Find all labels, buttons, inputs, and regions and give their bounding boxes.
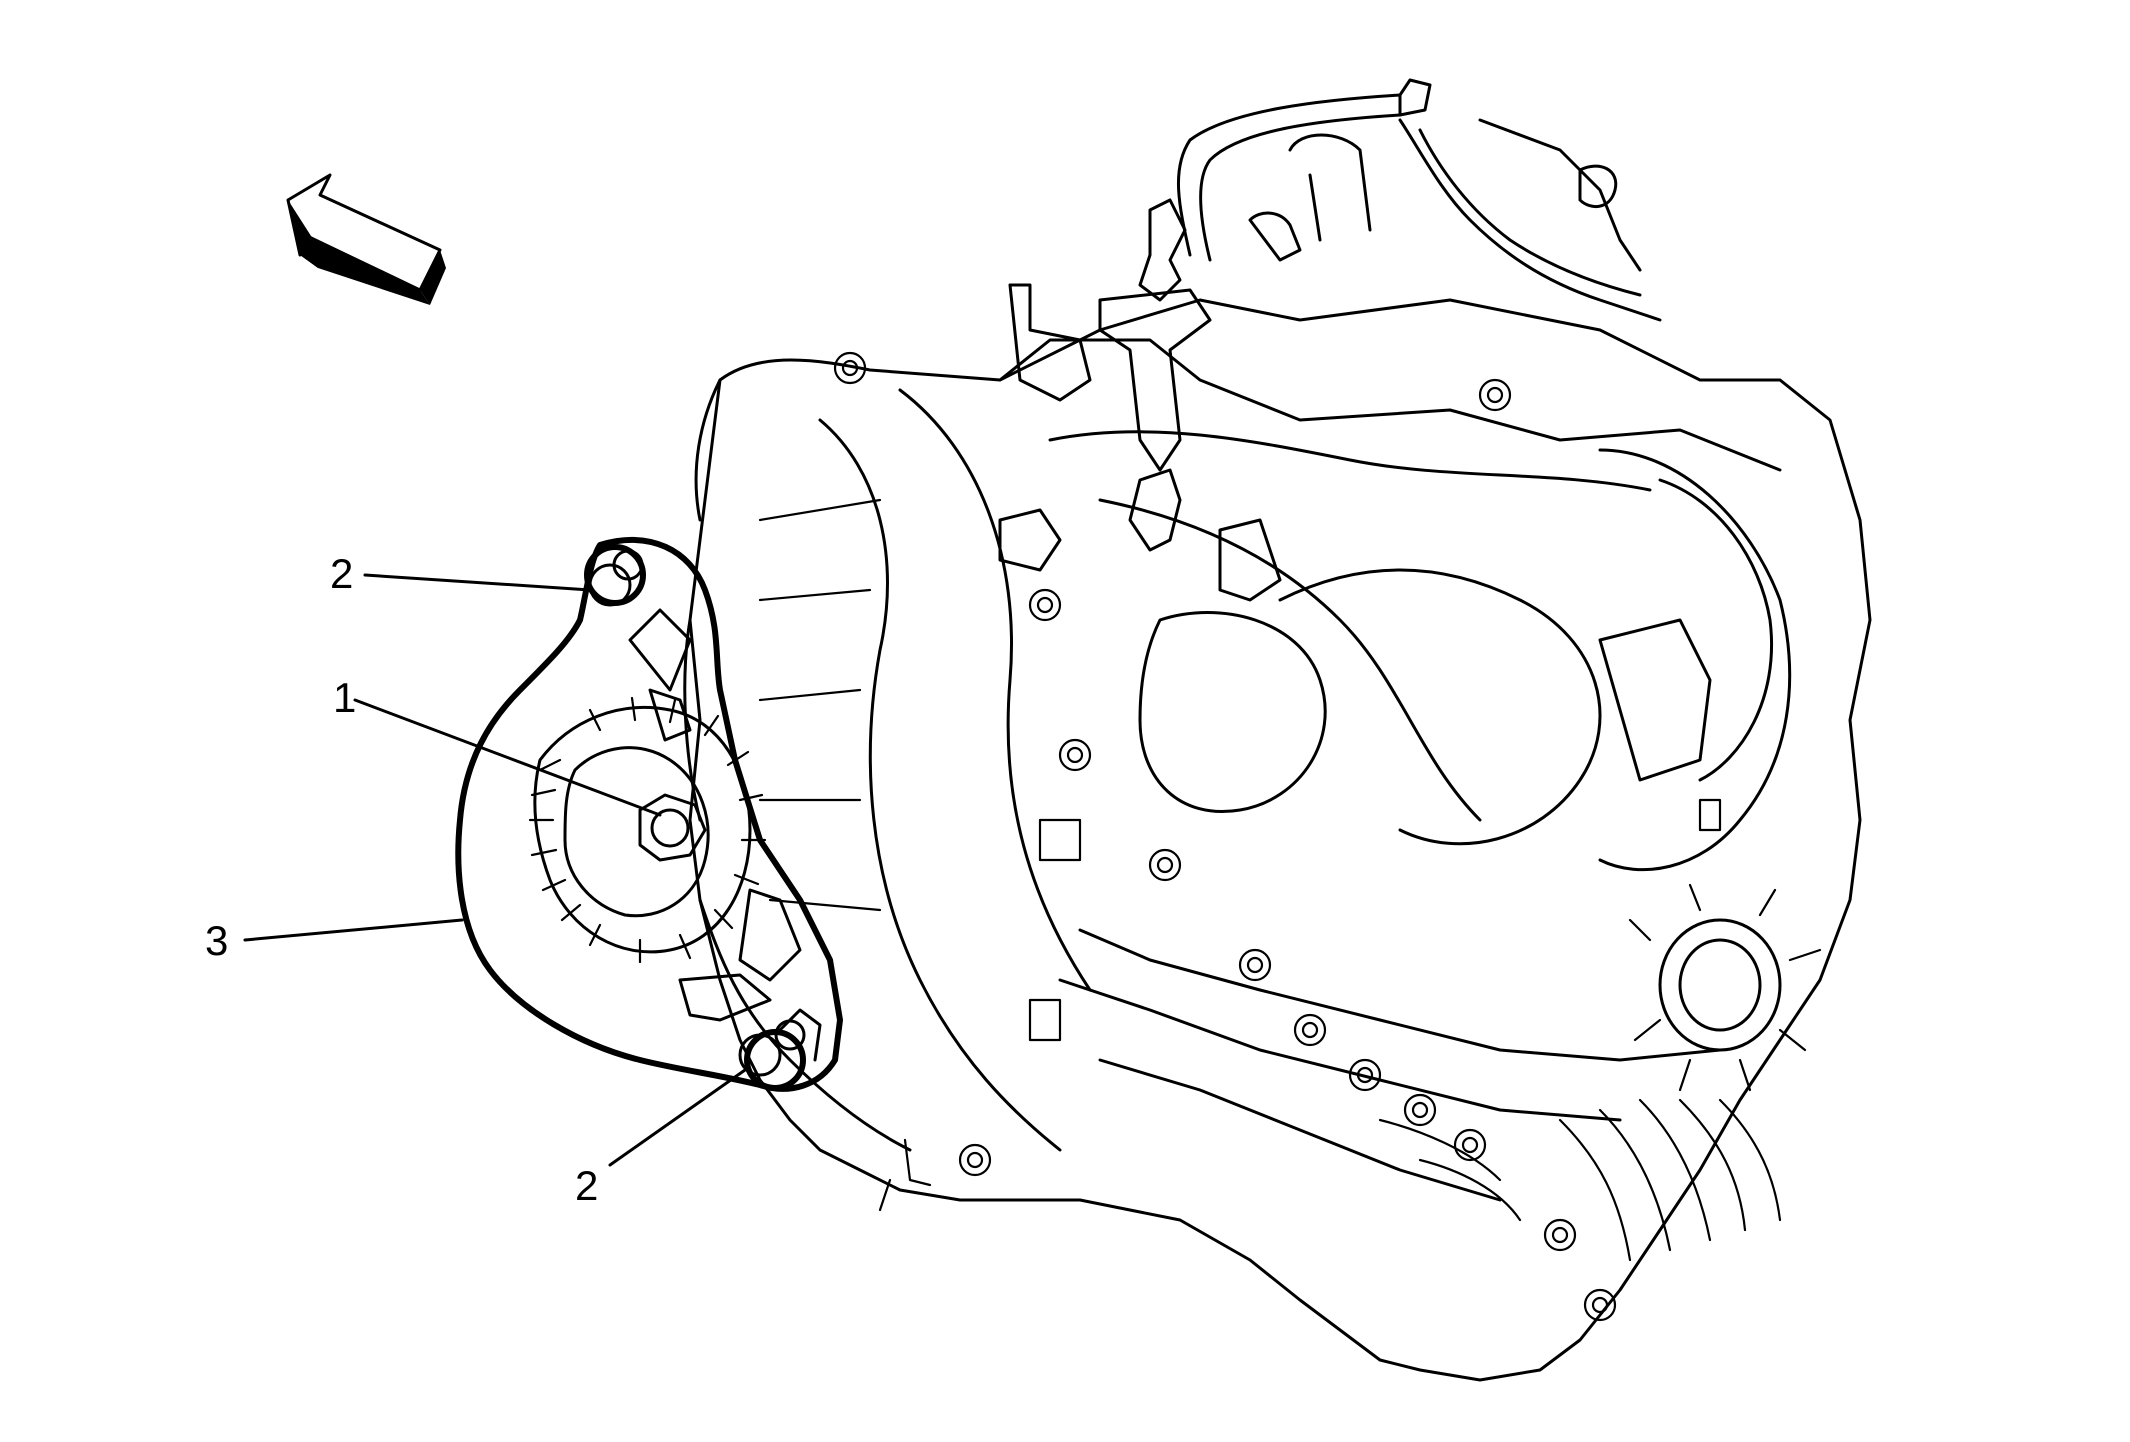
transaxle-assembly-illustration [683, 78, 1872, 1382]
callout-label-3: 3 [205, 917, 228, 964]
leader-2-bottom [608, 1068, 747, 1167]
leader-1 [353, 698, 662, 817]
callout-leader-lines [243, 573, 747, 1167]
upper-mount-bolt-icon [584, 544, 646, 607]
callout-label-2-bottom: 2 [575, 1162, 598, 1209]
lower-mount-bolt-icon [738, 1008, 822, 1091]
callout-label-1: 1 [333, 674, 356, 721]
center-bolt-icon [638, 793, 707, 862]
front-direction-arrow-icon [286, 173, 446, 305]
leader-2-top [363, 573, 592, 592]
transaxle-mount-bracket-illustration [455, 537, 843, 1092]
leader-3 [243, 918, 464, 942]
callout-label-2-top: 2 [330, 550, 353, 597]
